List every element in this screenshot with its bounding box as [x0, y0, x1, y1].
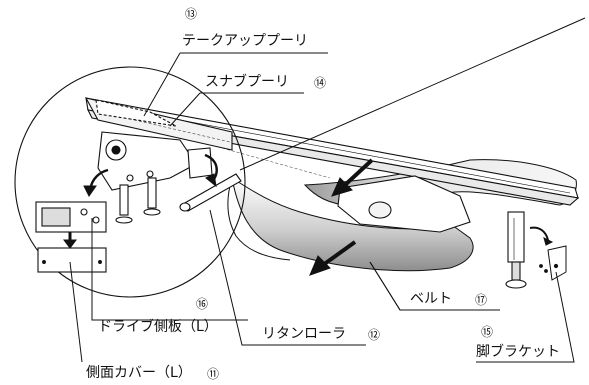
drive-housing [337, 175, 471, 233]
right-leg [505, 211, 527, 289]
detail-parts [35, 97, 233, 273]
takeup-pulley-label: テークアッププーリ [182, 33, 308, 49]
leg-bracket-label: 脚ブラケット [476, 344, 560, 360]
snub-pulley-label: スナブプーリ [205, 74, 289, 90]
return-roller-number: ⑫ [368, 328, 381, 342]
leader-lines [69, 52, 575, 363]
return-roller [179, 173, 242, 212]
belt-number: ⑰ [475, 293, 488, 307]
leg-bracket-part [529, 226, 567, 281]
side-cover-label: 側面カバー（L） [86, 365, 192, 381]
side-cover-number: ⑪ [207, 367, 220, 381]
removal-arrows [309, 158, 374, 276]
belt-label: ベルト [410, 291, 452, 307]
drive-side-plate-number: ⑯ [196, 297, 209, 311]
detail-arrows [63, 153, 218, 249]
detail-circle [14, 66, 246, 298]
leg-bracket-number: ⑮ [481, 325, 494, 339]
leader-line-top [239, 17, 586, 171]
belt-leader [369, 261, 401, 311]
return-roller-label: リタンローラ [262, 326, 346, 342]
drive-side-plate-label: ドライブ側板（L） [98, 319, 218, 335]
snub-pulley-number: ⑭ [314, 76, 327, 90]
takeup-pulley-number: ⑬ [185, 7, 198, 21]
